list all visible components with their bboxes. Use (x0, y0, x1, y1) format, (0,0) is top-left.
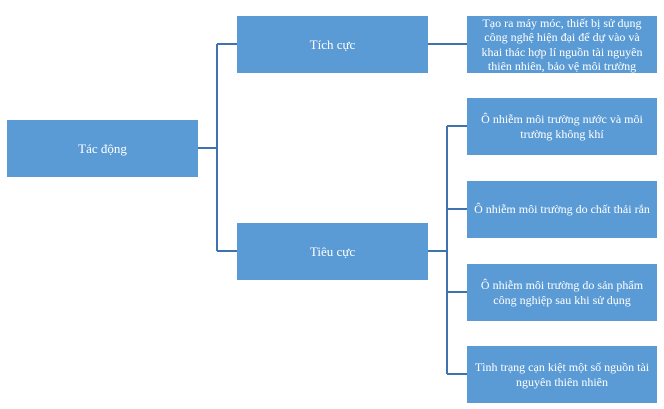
root-node-impact: Tác động (7, 120, 198, 177)
leaf-label: Tạo ra máy móc, thiết bị sử dụng công ng… (481, 16, 643, 73)
leaf-node-product-pollution: Ô nhiễm môi trường do sản phẩm công nghi… (467, 264, 657, 321)
leaf-label: Ô nhiễm môi trường nước và môi trường kh… (481, 112, 643, 141)
branch-node-negative: Tiêu cực (237, 223, 428, 280)
leaf-label: Tình trạng cạn kiệt một số nguồn tài ngu… (474, 360, 650, 389)
connector-negative-to-leaves (428, 125, 467, 375)
leaf-node-resource-depletion: Tình trạng cạn kiệt một số nguồn tài ngu… (467, 346, 657, 403)
leaf-node-modern-technology: Tạo ra máy móc, thiết bị sử dụng công ng… (467, 16, 657, 73)
leaf-node-water-air-pollution: Ô nhiễm môi trường nước và môi trường kh… (467, 98, 657, 155)
leaf-node-solid-waste-pollution: Ô nhiễm môi trường do chất thải rắn (467, 181, 657, 238)
connector-root-to-branches (198, 43, 237, 252)
branch-positive-label: Tích cực (309, 36, 356, 52)
branch-node-positive: Tích cực (237, 16, 428, 73)
root-node-label: Tác động (78, 140, 127, 156)
branch-negative-label: Tiêu cực (309, 243, 356, 259)
leaf-label: Ô nhiễm môi trường do chất thải rắn (474, 202, 650, 217)
leaf-label: Ô nhiễm môi trường do sản phẩm công nghi… (480, 278, 644, 307)
